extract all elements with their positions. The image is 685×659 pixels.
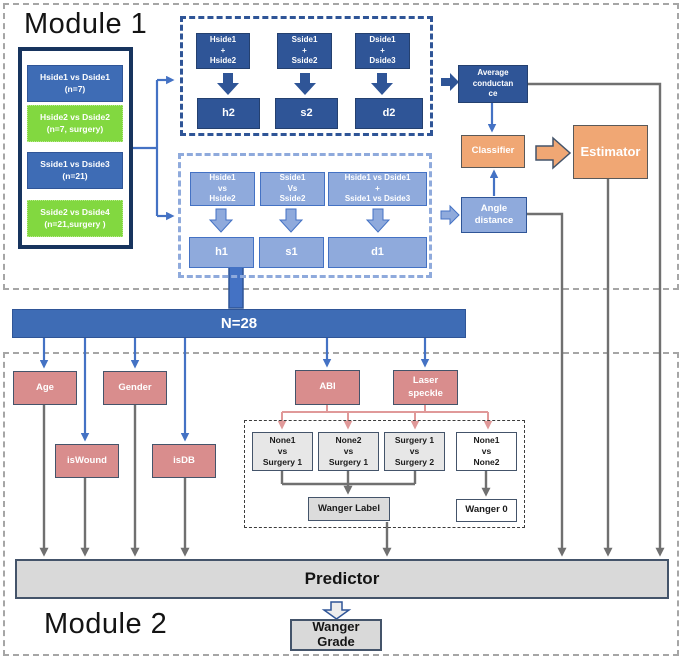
feature-box-gender: Gender bbox=[103, 371, 167, 405]
cohort-box: Hside2 vs Dside2 (n=7, surgery) bbox=[27, 105, 123, 142]
wanger-zero-box: Wanger 0 bbox=[456, 499, 517, 522]
wanger-grade-box: Wanger Grade bbox=[290, 619, 382, 651]
module2-title: Module 2 bbox=[44, 608, 168, 640]
lower-pipeline-frame bbox=[178, 153, 432, 278]
lower-input-box: Sside1 Vs Sside2 bbox=[260, 172, 325, 206]
upper-output-box: s2 bbox=[275, 98, 338, 129]
lightblue-down-arrows bbox=[208, 208, 391, 233]
module1-title: Module 1 bbox=[24, 8, 148, 40]
lower-output-box: d1 bbox=[328, 237, 427, 268]
upper-output-box: h2 bbox=[197, 98, 260, 129]
lower-input-box: Hside1 vs Dside1 + Sside1 vs Dside3 bbox=[328, 172, 427, 206]
lower-input-box: Hside1 vs Hside2 bbox=[190, 172, 255, 206]
feature-box-age: Age bbox=[13, 371, 77, 405]
upper-input-box: Sside1 + Sside2 bbox=[277, 33, 332, 69]
lightblue-right-arrow bbox=[440, 204, 460, 226]
angle-distance-box: Angle distance bbox=[461, 197, 527, 233]
navy-right-arrow bbox=[441, 73, 459, 91]
upper-output-box: d2 bbox=[355, 98, 423, 129]
comparison-group-frame bbox=[244, 420, 525, 528]
comparison-box: None1 vs Surgery 1 bbox=[252, 432, 313, 471]
feature-box-iswound: isWound bbox=[55, 444, 119, 478]
lower-output-box: h1 bbox=[189, 237, 254, 268]
wanger-label-box: Wanger Label bbox=[308, 497, 390, 521]
cohort-box: Sside2 vs Dside4 (n=21,surgery ) bbox=[27, 200, 123, 237]
estimator-box: Estimator bbox=[573, 125, 648, 179]
upper-input-box: Dside1 + Dside3 bbox=[355, 33, 410, 69]
module2-frame bbox=[3, 352, 679, 656]
feature-box-isdb: isDB bbox=[152, 444, 216, 478]
predictor-down-arrow bbox=[321, 601, 352, 620]
pink-wires bbox=[277, 405, 493, 430]
classifier-box: Classifier bbox=[461, 135, 525, 168]
cohort-box: Sside1 vs Dside3 (n=21) bbox=[27, 152, 123, 189]
upper-pipeline-frame bbox=[180, 16, 433, 136]
cohort-box: Hside1 vs Dside1 (n=7) bbox=[27, 65, 123, 102]
comparison-box: None1 vs None2 bbox=[456, 432, 517, 471]
feature-box-abi: ABI bbox=[295, 370, 360, 405]
predictor-bar: Predictor bbox=[15, 559, 669, 599]
comparison-box: None2 vs Surgery 1 bbox=[318, 432, 379, 471]
navy-down-arrows bbox=[217, 73, 393, 95]
orange-right-arrow bbox=[535, 136, 572, 170]
feature-box-laser-speckle: Laser speckle bbox=[393, 370, 458, 405]
comparison-box: Surgery 1 vs Surgery 2 bbox=[384, 432, 445, 471]
lower-output-box: s1 bbox=[259, 237, 324, 268]
n28-bar: N=28 bbox=[12, 309, 466, 338]
gray-wires bbox=[39, 82, 665, 557]
upper-input-box: Hside1 + Hside2 bbox=[196, 33, 250, 69]
average-conductance-box: Average conductan ce bbox=[458, 65, 528, 103]
blue-wires bbox=[39, 75, 499, 442]
module1-frame bbox=[3, 3, 679, 290]
